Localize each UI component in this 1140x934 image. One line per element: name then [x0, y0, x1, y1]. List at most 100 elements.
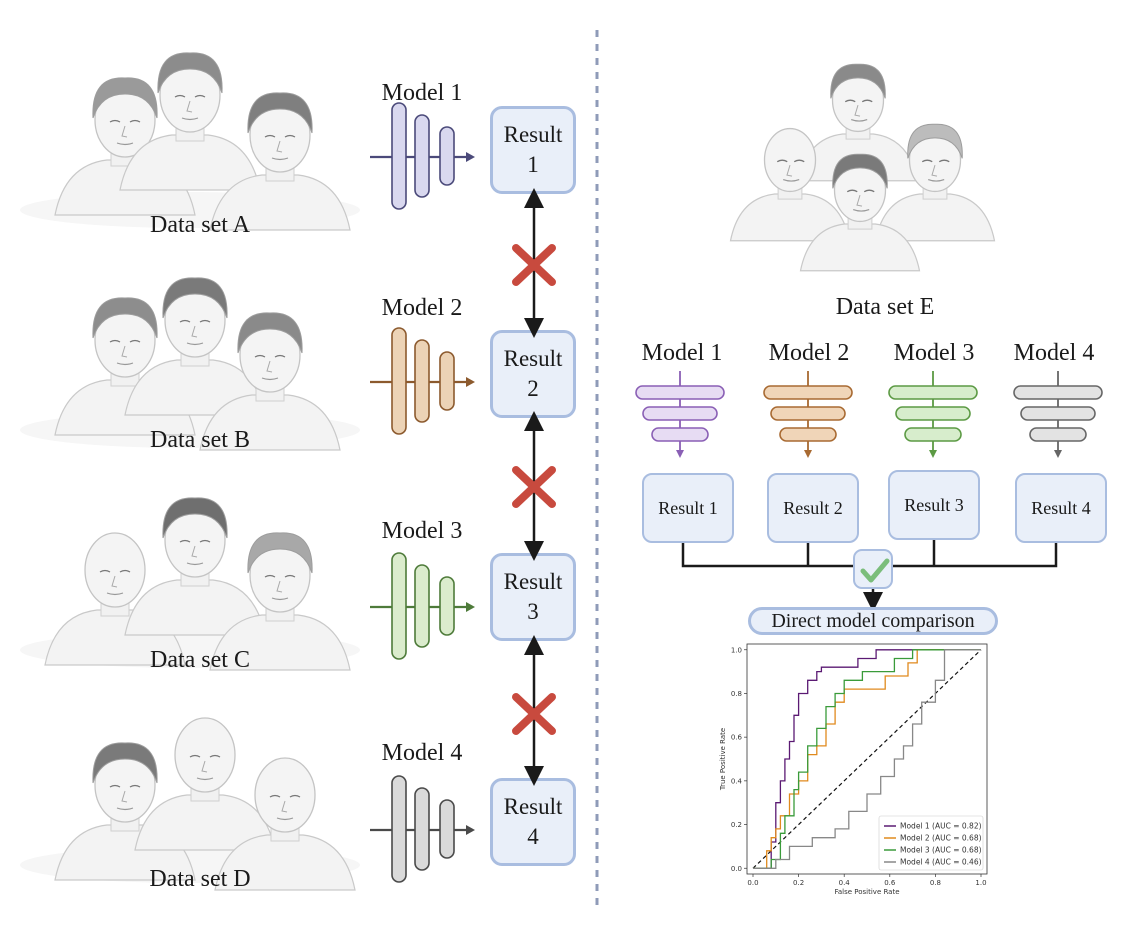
result-4-box-right: Result 4 — [1015, 473, 1107, 543]
layer-node — [635, 385, 725, 400]
face-group-4 — [20, 717, 360, 891]
result-2-box-left: Result 2 — [490, 330, 576, 418]
x-tick-label: 0.2 — [793, 879, 804, 887]
layer-node — [439, 576, 455, 636]
layer-node — [770, 406, 846, 421]
person-3-3 — [209, 532, 351, 671]
result-2-number: 2 — [527, 376, 539, 401]
x-axis-label: False Positive Rate — [834, 888, 899, 896]
x-tick-label: 1.0 — [975, 879, 986, 887]
dataset-a-label: Data set A — [150, 212, 250, 238]
dataset-e-label: Data set E — [835, 294, 935, 320]
y-tick-label: 0.6 — [731, 734, 743, 742]
person-1-1 — [54, 77, 196, 216]
result-4-box-left: Result 4 — [490, 778, 576, 866]
face-group-e — [729, 63, 996, 272]
left-model-networks — [370, 102, 475, 883]
layer-node — [642, 406, 718, 421]
cross-icon — [512, 244, 556, 286]
face-illustrations-left — [20, 52, 360, 891]
x-tick-label: 0.4 — [839, 879, 851, 887]
cross-icon — [512, 466, 556, 508]
result-1-box-right: Result 1 — [642, 473, 734, 543]
person-1-2 — [119, 52, 261, 191]
model-network-right-4 — [1013, 371, 1103, 458]
model-2-label-left: Model 2 — [381, 295, 463, 321]
layer-node — [391, 775, 407, 883]
model-network-left-1 — [370, 102, 475, 210]
layer-node — [1020, 406, 1096, 421]
result-3-title: Result — [503, 569, 563, 594]
layer-node — [414, 564, 430, 648]
model-3-label-right: Model 3 — [893, 340, 975, 366]
model-1-label-left: Model 1 — [381, 80, 463, 106]
result-4-number: 4 — [527, 824, 539, 849]
layer-node — [888, 385, 978, 400]
x-tick-label: 0.0 — [747, 879, 758, 887]
result-2-box-right: Result 2 — [767, 473, 859, 543]
model-network-left-3 — [370, 552, 475, 660]
checkmark-icon — [860, 558, 890, 583]
direct-model-comparison-label: Direct model comparison — [748, 607, 998, 635]
result-4-title: Result — [503, 794, 563, 819]
roc-curve-model-2 — [753, 649, 981, 869]
person-e-3 — [874, 123, 996, 242]
face-group-2 — [20, 277, 360, 451]
legend-entry: Model 4 (AUC = 0.46) — [900, 858, 982, 867]
layer-node — [439, 799, 455, 859]
cross-icon — [512, 693, 556, 735]
model-3-label-left: Model 3 — [381, 518, 463, 544]
chance-diagonal — [752, 649, 982, 869]
result-3-box-right: Result 3 — [888, 470, 980, 540]
layer-node — [414, 787, 430, 871]
legend-box — [878, 815, 984, 871]
person-3-2 — [124, 497, 266, 636]
result-1-number: 1 — [527, 152, 539, 177]
layer-node — [391, 552, 407, 660]
no-comparison-arrows — [512, 188, 556, 786]
model-network-right-1 — [635, 371, 725, 458]
y-tick-label: 0.8 — [731, 690, 742, 698]
roc-curve-model-1 — [753, 649, 981, 869]
roc-curve-model-4 — [753, 649, 981, 869]
layer-node — [414, 114, 430, 198]
y-tick-label: 0.4 — [731, 777, 743, 785]
dataset-c-label: Data set C — [150, 647, 250, 673]
person-4-2 — [134, 717, 276, 851]
layer-node — [439, 126, 455, 186]
layer-node — [391, 327, 407, 435]
person-4-3 — [214, 757, 356, 891]
model-4-label-right: Model 4 — [1013, 340, 1095, 366]
layer-node — [1013, 385, 1103, 400]
layer-node — [414, 339, 430, 423]
model-4-label-left: Model 4 — [381, 740, 463, 766]
result-1-title: Result — [503, 122, 563, 147]
legend-entry: Model 3 (AUC = 0.68) — [900, 846, 982, 855]
face-group-1 — [20, 52, 360, 231]
person-3-1 — [44, 532, 186, 666]
layer-node — [651, 427, 709, 442]
x-tick-label: 0.6 — [884, 879, 896, 887]
x-tick-label: 0.8 — [930, 879, 941, 887]
face-group-3 — [20, 497, 360, 671]
legend-entry: Model 2 (AUC = 0.68) — [900, 834, 982, 843]
dataset-b-label: Data set B — [150, 427, 250, 453]
model-network-left-2 — [370, 327, 475, 435]
roc-curve-model-3 — [753, 649, 981, 869]
layer-node — [895, 406, 971, 421]
model-network-left-4 — [370, 775, 475, 883]
result-2-title: Result — [503, 346, 563, 371]
layer-node — [904, 427, 962, 442]
model-network-right-3 — [888, 371, 978, 458]
layer-node — [1029, 427, 1087, 442]
layer-node — [779, 427, 837, 442]
layer-node — [763, 385, 853, 400]
check-box — [853, 549, 893, 589]
layer-node — [439, 351, 455, 411]
